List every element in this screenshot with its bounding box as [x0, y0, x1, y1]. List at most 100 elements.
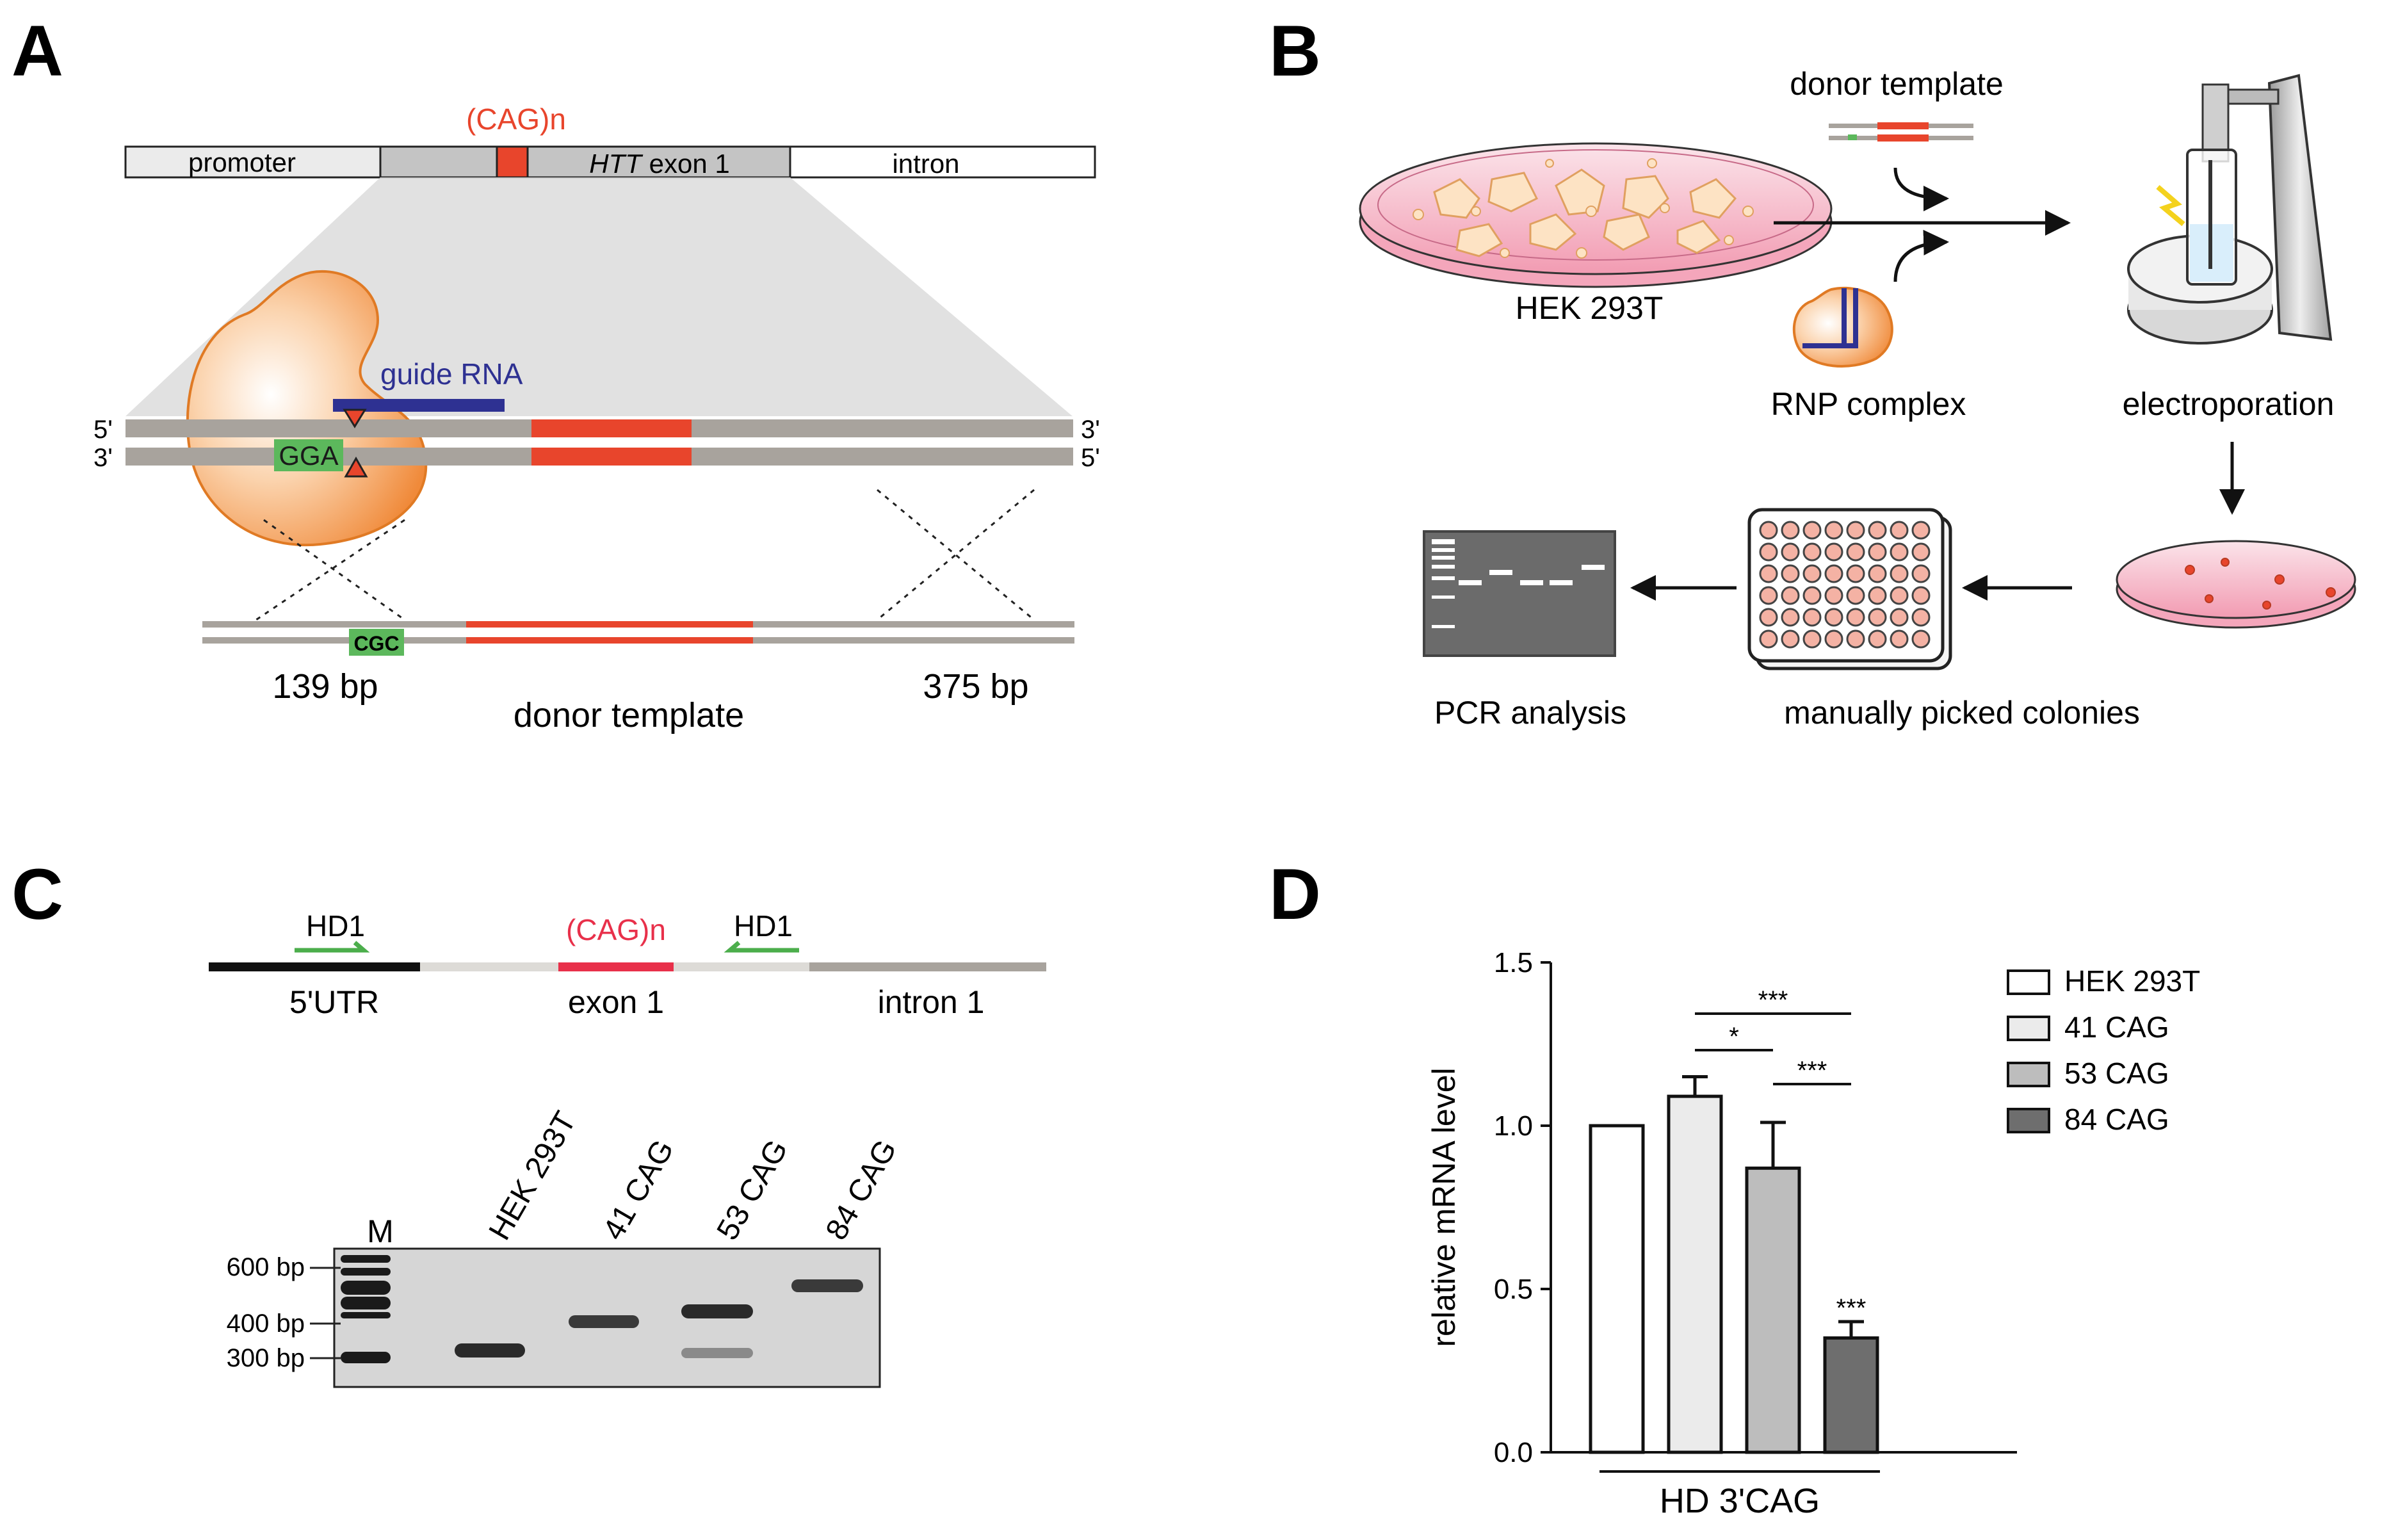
panel-a-letter: A: [12, 11, 63, 91]
cut-site-top-icon: [343, 409, 367, 428]
homology-lines: [255, 489, 1035, 621]
legend-swatch: [2007, 1016, 2050, 1041]
well: [1868, 586, 1887, 605]
size-markers: 600 bp 400 bp 300 bp: [227, 1253, 341, 1372]
well: [1890, 586, 1909, 605]
band-53cag-lower: [681, 1348, 753, 1358]
bar: [1823, 1336, 1879, 1454]
well: [1781, 629, 1800, 649]
legend-label: 84 CAG: [2064, 1103, 2169, 1136]
cell-culture-dish-icon: [1359, 142, 1833, 288]
bar: [1667, 1094, 1723, 1454]
exon1-label: HTT exon 1: [589, 149, 729, 179]
well: [1911, 586, 1931, 605]
y-tick-label: 1.5: [1494, 947, 1533, 978]
bottom-right-end: 5': [1081, 444, 1100, 472]
well: [1846, 521, 1865, 540]
primer-forward-icon: [295, 941, 370, 953]
htt-gene-name: HTT: [589, 149, 644, 179]
well: [1781, 564, 1800, 583]
well: [1911, 608, 1931, 627]
well: [1846, 608, 1865, 627]
cag-label: (CAG)n: [566, 913, 666, 946]
well: [1846, 586, 1865, 605]
promoter-label: promoter: [188, 147, 296, 177]
top-strand-repeat: [531, 419, 692, 437]
panel-c-letter: C: [12, 854, 63, 934]
cut-site-bottom-icon: [344, 456, 368, 478]
utr-segment: [209, 962, 420, 971]
rnp-complex-icon: [1792, 286, 1893, 368]
well: [1911, 629, 1931, 649]
legend-label: 53 CAG: [2064, 1057, 2169, 1090]
well: [1824, 586, 1843, 605]
well: [1846, 542, 1865, 562]
panel-c: C HD1 HD1 (CAG)n 5'UTR exon 1 intron 1: [12, 854, 1046, 1388]
y-axis-label: relative mRNA level: [1426, 1067, 1462, 1347]
well: [1868, 542, 1887, 562]
well: [1824, 629, 1843, 649]
flow-arrow-rnp: [1893, 229, 1949, 282]
donor-template-diagram: CGC: [202, 621, 1074, 656]
significance-label: *: [1729, 1023, 1739, 1051]
top-right-end: 3': [1081, 416, 1100, 444]
well: [1781, 586, 1800, 605]
well: [1802, 629, 1822, 649]
significance-label: ***: [1758, 986, 1788, 1014]
marker-lane-bands: [341, 1255, 391, 1363]
bar: [1745, 1166, 1801, 1454]
well: [1759, 521, 1778, 540]
lane-label-2: 41 CAG: [597, 1134, 681, 1245]
top-left-end: 5': [93, 416, 113, 444]
electroporator-icon: [2127, 74, 2333, 344]
guide-rna-bar: [333, 399, 505, 412]
well: [1890, 608, 1909, 627]
right-arm-label: 375 bp: [923, 667, 1028, 706]
bar-significance-label: ***: [1836, 1294, 1867, 1322]
lane-label-3: 53 CAG: [711, 1134, 795, 1245]
well: [1868, 608, 1887, 627]
primer-reverse-icon: [724, 941, 799, 953]
well: [1759, 608, 1778, 627]
lane-label-1: HEK 293T: [483, 1106, 583, 1245]
well: [1802, 608, 1822, 627]
y-tick-label: 0.5: [1494, 1274, 1533, 1305]
well: [1781, 521, 1800, 540]
legend-swatch: [2007, 1108, 2050, 1133]
colony-dish-icon: [2116, 540, 2356, 629]
well: [1824, 608, 1843, 627]
well: [1890, 629, 1909, 649]
exon1-box: [379, 145, 791, 179]
well: [1911, 564, 1931, 583]
primer-forward-label: HD1: [306, 909, 365, 943]
well: [1911, 521, 1931, 540]
bottom-strand-repeat: [531, 448, 692, 466]
left-arm-label: 139 bp: [272, 667, 378, 706]
bar: [1589, 1124, 1645, 1454]
bottom-left-end: 3': [93, 444, 113, 472]
well: [1759, 586, 1778, 605]
donor-repeat-top: [466, 621, 753, 628]
mutated-pam-label: CGC: [353, 632, 399, 655]
well: [1846, 564, 1865, 583]
y-tick-label: 1.0: [1494, 1110, 1533, 1142]
colonies-label: manually picked colonies: [1784, 695, 2140, 731]
exon1-label-text: exon 1: [642, 149, 730, 179]
well: [1890, 521, 1909, 540]
pcr-label: PCR analysis: [1434, 695, 1626, 731]
electroporation-label: electroporation: [2123, 386, 2335, 422]
cag-repeat-label: (CAG)n: [466, 102, 566, 136]
band-53cag-upper: [681, 1304, 753, 1318]
size-label-400: 400 bp: [227, 1309, 305, 1338]
significance-label: ***: [1797, 1057, 1827, 1085]
cells-label: HEK 293T: [1516, 290, 1664, 326]
legend-label: HEK 293T: [2064, 964, 2200, 998]
primer-reverse-label: HD1: [734, 909, 793, 943]
well: [1890, 542, 1909, 562]
lane-label-4: 84 CAG: [820, 1134, 903, 1245]
well: [1824, 564, 1843, 583]
well: [1911, 542, 1931, 562]
x-axis-label: HD 3'CAG: [1660, 1482, 1820, 1520]
